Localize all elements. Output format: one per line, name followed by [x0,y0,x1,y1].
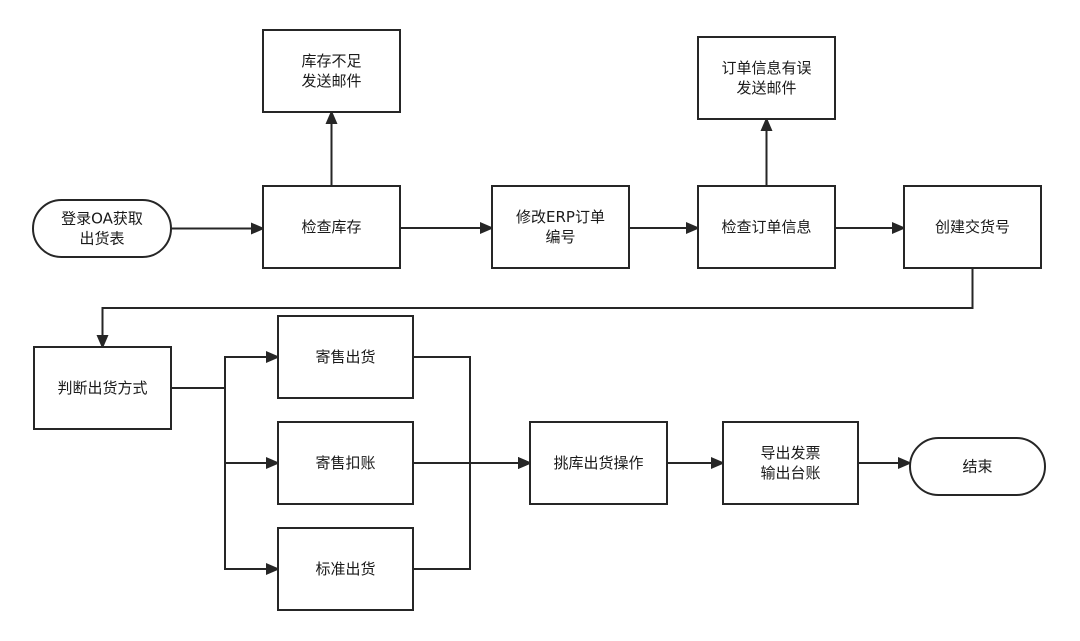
terminal-shape [32,199,172,258]
node-label-line: 挑库出货操作 [553,454,643,472]
node-consign-ship: 寄售出货 [277,315,414,399]
node-label-line: 发送邮件 [736,79,796,97]
node-label-line: 寄售出货 [315,348,375,366]
process-box [697,185,836,269]
node-consign-deduct: 寄售扣账 [277,421,414,505]
node-label-line: 创建交货号 [935,218,1010,236]
node-label-line: 检查库存 [301,218,361,236]
node-label-line: 导出发票 [760,444,820,462]
node-pick-ship: 挑库出货操作 [529,421,668,505]
process-box [277,421,414,505]
node-label-line: 判断出货方式 [57,379,147,397]
process-box [722,421,859,505]
process-box [262,185,401,269]
node-label-line: 检查订单信息 [721,218,811,236]
node-label-line: 发送邮件 [301,72,361,90]
process-box [697,36,836,120]
node-label-line: 库存不足 [301,52,361,70]
process-box [529,421,668,505]
edge-standard-ship-to-pick-ship [413,457,532,570]
process-box [33,346,172,430]
process-box [277,315,414,399]
node-create-delivery: 创建交货号 [903,185,1042,269]
node-judge-method: 判断出货方式 [33,346,172,430]
node-check-stock: 检查库存 [262,185,401,269]
edge-consign-ship-to-pick-ship [413,356,532,469]
process-box [903,185,1042,269]
terminal-shape [909,437,1046,496]
edge-judge-method-to-standard-ship [171,387,280,575]
node-label-line: 登录OA获取 [61,210,143,228]
node-label-line: 寄售扣账 [315,454,375,472]
node-check-order: 检查订单信息 [697,185,836,269]
node-end: 结束 [909,437,1046,496]
edge-create-delivery-to-judge-method [96,268,974,349]
node-label-line: 出货表 [79,230,124,248]
node-label-line: 输出台账 [760,464,820,482]
process-box [262,29,401,113]
process-box [277,527,414,611]
node-label-line: 标准出货 [315,560,375,578]
node-label-line: 编号 [545,228,575,246]
process-box [491,185,630,269]
node-standard-ship: 标准出货 [277,527,414,611]
edge-judge-method-to-consign-ship [171,351,280,389]
node-label-line: 结束 [962,458,992,476]
nodes-layer: 登录OA获取出货表检查库存库存不足发送邮件修改ERP订单编号检查订单信息订单信息… [32,29,1046,611]
edges-layer [96,110,974,575]
node-label-line: 订单信息有误 [721,59,811,77]
node-label-line: 修改ERP订单 [516,208,605,226]
